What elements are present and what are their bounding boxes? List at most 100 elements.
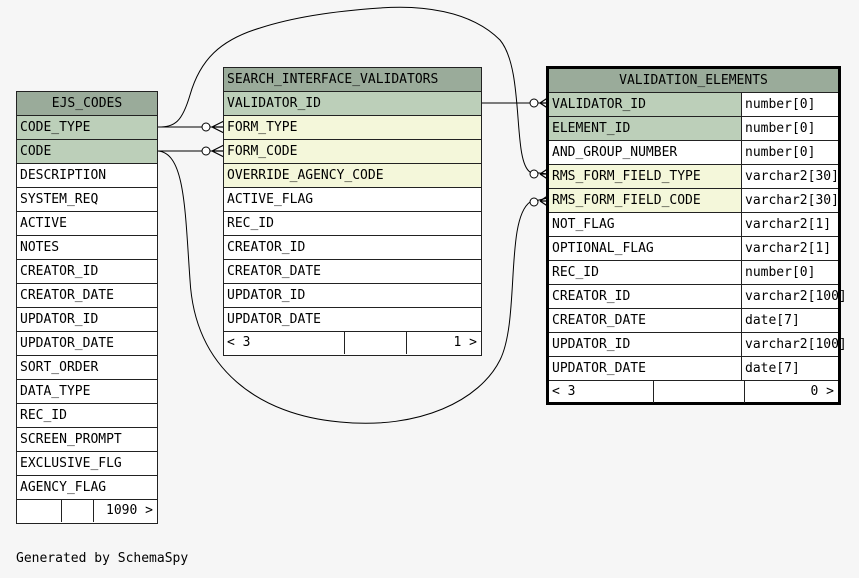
column-row[interactable]: NOT_FLAG varchar2[1] [549, 213, 838, 237]
table-footer: 1090 > [17, 500, 157, 522]
column-name: SORT_ORDER [20, 360, 99, 375]
column-row[interactable]: VALIDATOR_ID [224, 92, 481, 116]
optional-marker [529, 197, 539, 207]
column-row[interactable]: EXCLUSIVE_FLG [17, 452, 157, 476]
column-name: UPDATOR_ID [552, 337, 631, 352]
column-name: EXCLUSIVE_FLG [20, 456, 122, 471]
footer-middle [344, 332, 406, 354]
column-name: CREATOR_ID [552, 289, 631, 304]
column-name: FORM_TYPE [224, 116, 481, 139]
column-type: date[7] [741, 309, 838, 332]
column-row[interactable]: CREATOR_DATE [17, 284, 157, 308]
column-row[interactable]: UPDATOR_ID [17, 308, 157, 332]
column-name: DATA_TYPE [20, 384, 91, 399]
column-name: REC_ID [227, 216, 274, 231]
column-row[interactable]: REC_ID [224, 212, 481, 236]
column-row[interactable]: NOTES [17, 236, 157, 260]
column-row[interactable]: CREATOR_DATE date[7] [549, 309, 838, 333]
column-name: UPDATOR_DATE [20, 336, 114, 351]
column-name: OVERRIDE_AGENCY_CODE [224, 164, 481, 187]
column-row[interactable]: CREATOR_ID varchar2[100] [549, 285, 847, 309]
column-row[interactable]: UPDATOR_DATE [17, 332, 157, 356]
column-name: DESCRIPTION [20, 168, 107, 183]
column-name: CREATOR_ID [227, 240, 306, 255]
column-row[interactable]: AGENCY_FLAG [17, 476, 157, 500]
column-type: varchar2[1] [741, 213, 838, 236]
footer-right[interactable]: 1 > [406, 332, 481, 354]
column-name: SCREEN_PROMPT [20, 432, 122, 447]
column-name: ACTIVE_FLAG [227, 192, 314, 207]
column-row[interactable]: FORM_CODE [224, 140, 481, 164]
column-row[interactable]: CREATOR_ID [17, 260, 157, 284]
column-name: REC_ID [20, 408, 67, 423]
table-title[interactable]: SEARCH_INTERFACE_VALIDATORS [224, 68, 481, 92]
column-row[interactable]: CREATOR_ID [224, 236, 481, 260]
column-name: REC_ID [552, 265, 599, 280]
footer-left: < 3 [227, 335, 251, 350]
footer-middle [653, 381, 744, 403]
column-row[interactable]: ACTIVE_FLAG [224, 188, 481, 212]
footer-right[interactable]: 0 > [744, 381, 838, 403]
column-row[interactable]: OVERRIDE_AGENCY_CODE [224, 164, 481, 188]
column-name: NOT_FLAG [552, 217, 615, 232]
footer-middle [61, 500, 93, 522]
column-row[interactable]: FORM_TYPE [224, 116, 481, 140]
column-name: ACTIVE [20, 216, 67, 231]
optional-marker [201, 146, 211, 156]
column-type: varchar2[30] [741, 165, 839, 188]
column-name: CREATOR_DATE [552, 313, 646, 328]
column-name: UPDATOR_DATE [227, 312, 321, 327]
column-name: CREATOR_DATE [227, 264, 321, 279]
column-name: NOTES [20, 240, 60, 255]
column-row[interactable]: DATA_TYPE [17, 380, 157, 404]
column-row[interactable]: CODE [17, 140, 157, 164]
column-row[interactable]: SORT_ORDER [17, 356, 157, 380]
column-row[interactable]: SCREEN_PROMPT [17, 428, 157, 452]
column-type: varchar2[100] [741, 285, 847, 308]
column-name: ELEMENT_ID [549, 117, 741, 140]
column-name: VALIDATOR_ID [224, 92, 481, 115]
table-footer: < 3 0 > [549, 381, 838, 403]
column-row[interactable]: REC_ID [17, 404, 157, 428]
footer-right[interactable]: 1090 > [93, 500, 157, 522]
table-title[interactable]: VALIDATION_ELEMENTS [549, 69, 838, 93]
column-row[interactable]: UPDATOR_DATE [224, 308, 481, 332]
column-type: number[0] [741, 117, 838, 140]
column-name: UPDATOR_DATE [552, 361, 646, 376]
column-row[interactable]: ACTIVE [17, 212, 157, 236]
column-name: RMS_FORM_FIELD_CODE [549, 189, 741, 212]
column-type: varchar2[1] [741, 237, 838, 260]
footer-left: < 3 [552, 384, 576, 399]
column-row[interactable]: SYSTEM_REQ [17, 188, 157, 212]
column-name: SYSTEM_REQ [20, 192, 99, 207]
optional-marker [529, 98, 539, 108]
column-row[interactable]: CREATOR_DATE [224, 260, 481, 284]
table-footer: < 3 1 > [224, 332, 481, 354]
column-type: varchar2[30] [741, 189, 839, 212]
column-row[interactable]: UPDATOR_ID [224, 284, 481, 308]
column-name: AND_GROUP_NUMBER [552, 145, 678, 160]
optional-marker [201, 122, 211, 132]
column-row[interactable]: CODE_TYPE [17, 116, 157, 140]
generated-by-text: Generated by SchemaSpy [16, 551, 189, 566]
column-row[interactable]: DESCRIPTION [17, 164, 157, 188]
column-row[interactable]: UPDATOR_ID varchar2[100] [549, 333, 847, 357]
table-title[interactable]: EJS_CODES [17, 92, 157, 116]
column-name: FORM_CODE [224, 140, 481, 163]
column-type: varchar2[100] [741, 333, 847, 356]
column-row[interactable]: AND_GROUP_NUMBER number[0] [549, 141, 838, 165]
table-search-interface-validators[interactable]: SEARCH_INTERFACE_VALIDATORS VALIDATOR_ID… [223, 67, 482, 356]
column-name: CREATOR_DATE [20, 288, 114, 303]
column-name: CODE_TYPE [17, 116, 157, 139]
column-name: RMS_FORM_FIELD_TYPE [549, 165, 741, 188]
column-type: number[0] [741, 141, 838, 164]
